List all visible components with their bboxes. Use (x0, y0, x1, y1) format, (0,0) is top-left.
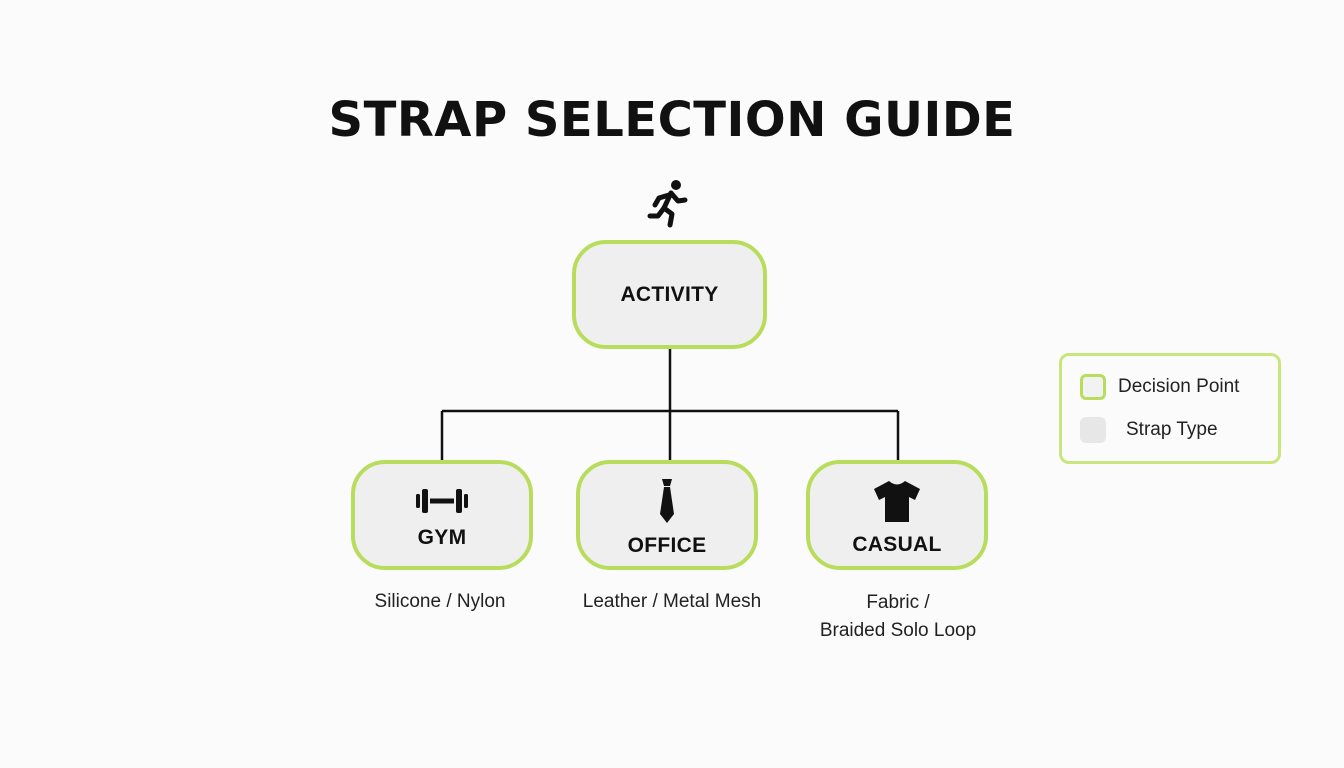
strap-type-office: Leather / Metal Mesh (560, 588, 784, 616)
node-label: ACTIVITY (620, 282, 719, 306)
necktie-icon (660, 479, 674, 523)
diagram-title: STRAP SELECTION GUIDE (328, 92, 1016, 148)
legend-item-decision-point: Decision Point (1080, 374, 1239, 400)
legend-item-strap-type: Strap Type (1080, 417, 1218, 443)
legend-label: Decision Point (1118, 376, 1240, 397)
node-label: CASUAL (852, 533, 942, 556)
legend-swatch-strap (1080, 417, 1106, 443)
strap-type-line: Fabric / (866, 592, 930, 613)
strap-type-line: Silicone / Nylon (374, 591, 506, 612)
option-node-office: OFFICE (576, 460, 758, 570)
node-label: GYM (417, 526, 467, 549)
strap-type-line: Leather / Metal Mesh (582, 591, 762, 612)
option-node-gym: GYM (351, 460, 533, 570)
dumbbell-icon (416, 489, 468, 513)
strap-type-casual: Fabric / Braided Solo Loop (788, 589, 1008, 645)
strap-type-gym: Silicone / Nylon (340, 588, 540, 616)
node-label: OFFICE (627, 534, 707, 557)
running-person-icon (647, 180, 688, 228)
decision-node-activity: ACTIVITY (572, 240, 767, 349)
legend-swatch-decision (1080, 374, 1106, 400)
tshirt-icon (874, 481, 920, 522)
legend-label: Strap Type (1126, 419, 1218, 440)
legend: Decision Point Strap Type (1059, 353, 1281, 464)
strap-type-line: Braided Solo Loop (819, 620, 977, 641)
option-node-casual: CASUAL (806, 460, 988, 570)
